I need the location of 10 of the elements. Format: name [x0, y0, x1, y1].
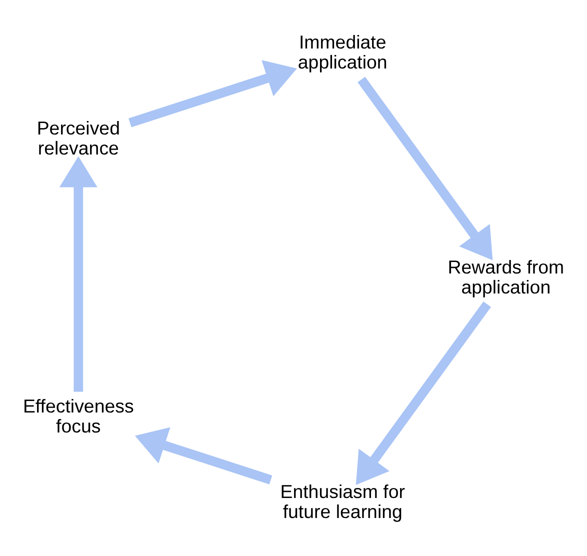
- arrow: [128, 60, 297, 127]
- arrow: [134, 426, 272, 484]
- node-text: Effectiveness focus: [22, 394, 134, 436]
- node-text: Perceived relevance: [36, 117, 120, 158]
- arrow: [358, 76, 493, 260]
- node-text: Immediate application: [298, 31, 388, 72]
- node-text: Enthusiasm for future learning: [280, 480, 405, 522]
- arrow: [356, 301, 491, 484]
- node-text: Rewards from application: [448, 256, 564, 297]
- arrow: [59, 156, 98, 392]
